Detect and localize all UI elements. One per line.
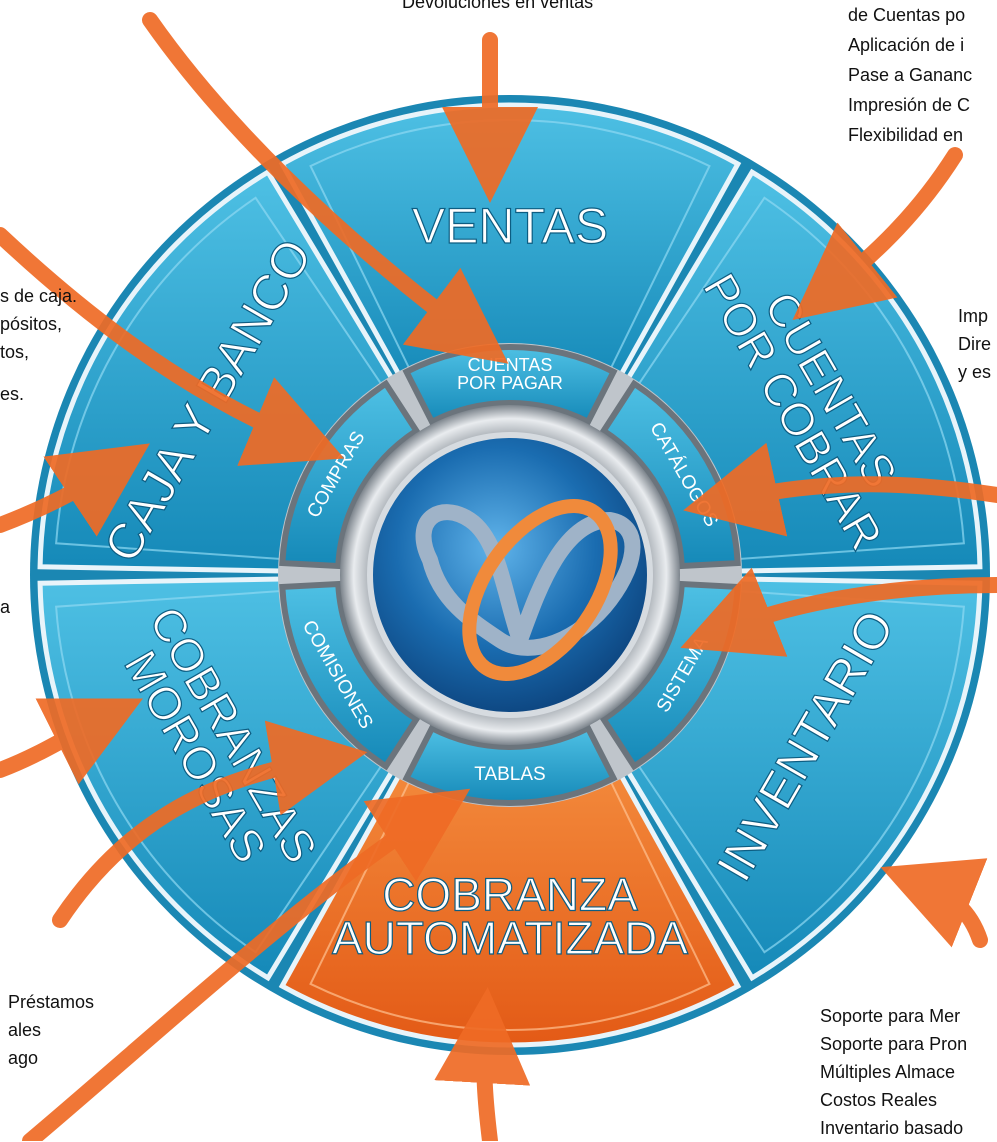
annotation-line: Inventario basado [820,1118,964,1138]
feature-arrow [0,227,345,466]
feature-arrow [52,720,368,928]
feature-arrow [0,698,143,785]
inner-module-label: TABLAS [474,764,545,785]
feature-arrow [434,987,531,1141]
annotation-top-right: de Cuentas po Aplicación de i Pase a Gan… [848,0,972,150]
annotation-line: s de caja. [0,286,78,306]
annotation-left-mid: s de caja. pósitos, tos, es. [0,282,77,408]
annotation-bottom-left: Préstamos ales ago [8,988,94,1072]
central-hub [340,405,680,745]
feature-arrow [142,12,509,364]
annotation-line: pósitos, [0,314,63,334]
annotation-line: Flexibilidad en [848,125,964,145]
annotation-line: Soporte para Mer [820,1006,961,1026]
inner-module-segment [279,379,421,570]
annotation-line: Costos Reales [820,1090,938,1110]
feature-arrow [22,788,471,1141]
feature-arrows [0,12,997,1141]
annotation-line: Pase a Gananc [848,65,973,85]
feature-arrow [792,147,963,320]
outer-module-label: AUTOMATIZADA [332,912,688,964]
annotation-line: Imp [958,306,989,326]
annotation-line: a [0,597,11,617]
annotation-line: Aplicación de i [848,35,965,55]
annotation-line: Dire [958,334,992,354]
annotation-line: y es [958,362,992,382]
annotation-line: Devoluciones en ventas [402,0,594,12]
inner-module-label: POR PAGAR [457,373,563,393]
annotation-bottom-right: Soporte para Mer Soporte para Pron Múlti… [820,1002,967,1142]
inner-module-comisiones[interactable]: COMISIONES [279,580,421,771]
annotation-line: tos, [0,342,30,362]
annotation-line: ales [8,1020,42,1040]
annotation-line: de Cuentas po [848,5,966,25]
feature-arrow [0,443,150,537]
annotation-line: Soporte para Pron [820,1034,968,1054]
feature-arrow [683,442,997,537]
annotation-line: ago [8,1048,39,1068]
feature-arrow [680,567,997,657]
hub-logo-icon [415,499,641,681]
inner-module-tablas[interactable]: TABLAS [402,724,618,806]
annotation-left-lower: a [0,593,10,621]
annotation-top-center: Devoluciones en ventas [402,0,593,16]
annotation-line: Préstamos [8,992,95,1012]
annotation-line: Múltiples Almace [820,1062,956,1082]
annotation-line [0,366,77,380]
annotation-line: es. [0,384,25,404]
annotation-line: Impresión de C [848,95,971,115]
inner-module-label: CUENTAS [468,355,553,375]
feature-arrow [880,858,988,948]
inner-module-segment [402,724,618,806]
annotation-right-mid: Imp Dire y es [958,302,991,386]
outer-module-label: VENTAS [412,198,608,254]
